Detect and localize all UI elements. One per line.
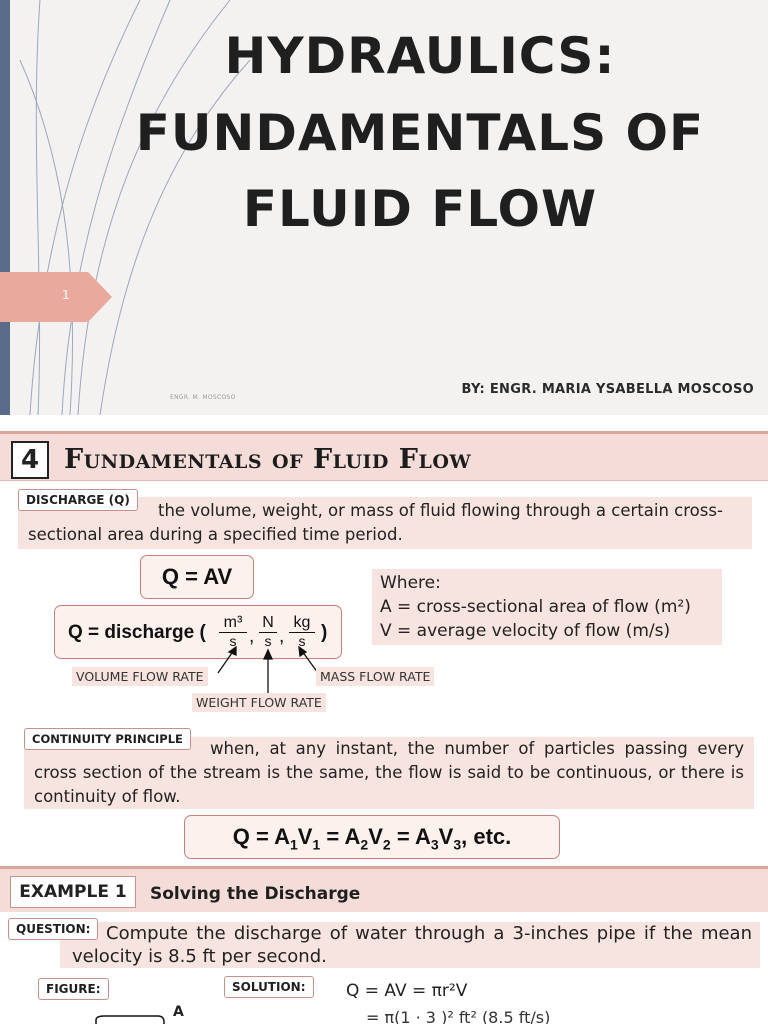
eq-sub-1a: 1 [289,836,298,853]
example-title: Solving the Discharge [150,884,361,904]
example-header: EXAMPLE 1 Solving the Discharge [0,866,768,912]
eq-sub-2a: 2 [360,836,369,853]
unit-volume-num: m³ [223,614,243,631]
formula-prefix: Q = discharge ( [68,622,206,643]
volume-flow-rate-label: VOLUME FLOW RATE [72,667,208,686]
discharge-definition: the volume, weight, or mass of fluid flo… [28,501,723,544]
eq-part-q: Q = A [232,824,290,849]
footer-text: ENGR. M. MOSCOSO [170,394,236,401]
eq-sub-1b: 1 [312,836,321,853]
volume-arrow [217,649,235,674]
decorative-swirl [19,0,251,415]
continuity-label: CONTINUITY PRINCIPLE [24,728,191,750]
unit-mass-num: kg [293,614,311,631]
weight-arrowhead [262,648,274,660]
mass-arrow [301,650,319,674]
eq-v1: V [297,824,313,849]
where-title: Where: [380,573,441,593]
title-line-1: HYDRAULICS: [224,27,616,85]
eq-sub-3a: 3 [430,836,439,853]
pipe-figure [95,1015,165,1024]
eq-sub-3b: 3 [453,836,462,853]
where-area: A = cross-sectional area of flow (m²) [380,597,691,617]
example-label: EXAMPLE 1 [10,876,136,908]
eq-tail: , etc. [461,824,512,849]
eq-v2: V [368,824,383,849]
formula-suffix: ) [321,622,328,643]
figure-point-label: A [173,1004,184,1020]
unit-weight-den: s [259,632,277,649]
unit-volume-den: s [219,632,247,649]
section-header: 4 Fundamentals of Fluid Flow [0,431,768,481]
example-slide: EXAMPLE 1 Solving the Discharge Compute … [0,866,768,1024]
volume-arrowhead [227,645,237,656]
title-line-2: FUNDAMENTALS OF [135,104,705,162]
eq-v3: V [438,824,454,849]
unit-weight-num: N [262,614,274,631]
unit-mass-den: s [289,632,315,649]
where-block: Where: A = cross-sectional area of flow … [372,569,722,645]
author-line: BY: ENGR. MARIA YSABELLA MOSCOSO [461,382,754,397]
unit-volume: m³ s [219,614,247,649]
eq-a3: = A [390,824,431,849]
question-text: Compute the discharge of water through a… [72,923,752,967]
where-velocity: V = average velocity of flow (m/s) [380,621,671,641]
continuity-equation: Q = A1V1 = A2V2 = A3V3, etc. [184,815,560,859]
question-label: QUESTION: [8,918,99,940]
fundamentals-slide: 4 Fundamentals of Fluid Flow the volume,… [0,431,768,859]
rate-arrows [217,645,319,695]
unit-comma-1: , [249,626,255,647]
title-line-3: FLUID FLOW [242,180,598,238]
continuity-definition: when, at any instant, the number of part… [34,739,744,806]
section-title: Fundamentals of Fluid Flow [64,444,472,475]
mass-arrowhead [298,645,308,658]
slide-number-tab [0,272,112,322]
section-number: 4 [11,441,49,479]
eq-sub-2b: 2 [382,836,391,853]
unit-comma-2: , [279,626,285,647]
left-accent-bar [0,0,10,415]
title-slide: HYDRAULICS: FUNDAMENTALS OF FLUID FLOW 1… [0,0,768,415]
unit-weight: N s [259,614,277,649]
solution-line-1: Q = AV = πr²V [346,981,468,1001]
figure-label: FIGURE: [38,978,109,1000]
slide-number: 1 [62,288,70,302]
weight-flow-rate-label: WEIGHT FLOW RATE [192,693,326,712]
solution-line-2: = π(1 · 3 )² ft² (8.5 ft/s) [366,1008,551,1024]
eq-a2: = A [320,824,361,849]
formula-discharge-units: Q = discharge ( m³ s , N s , kg s ) [54,605,342,659]
mass-flow-rate-label: MASS FLOW RATE [316,667,435,686]
question-block: Compute the discharge of water through a… [60,922,760,968]
unit-mass: kg s [289,614,315,649]
formula-q-av: Q = AV [140,555,254,599]
solution-label: SOLUTION: [224,976,314,998]
discharge-label: DISCHARGE (Q) [18,489,138,511]
discharge-definition-block: the volume, weight, or mass of fluid flo… [18,497,752,549]
